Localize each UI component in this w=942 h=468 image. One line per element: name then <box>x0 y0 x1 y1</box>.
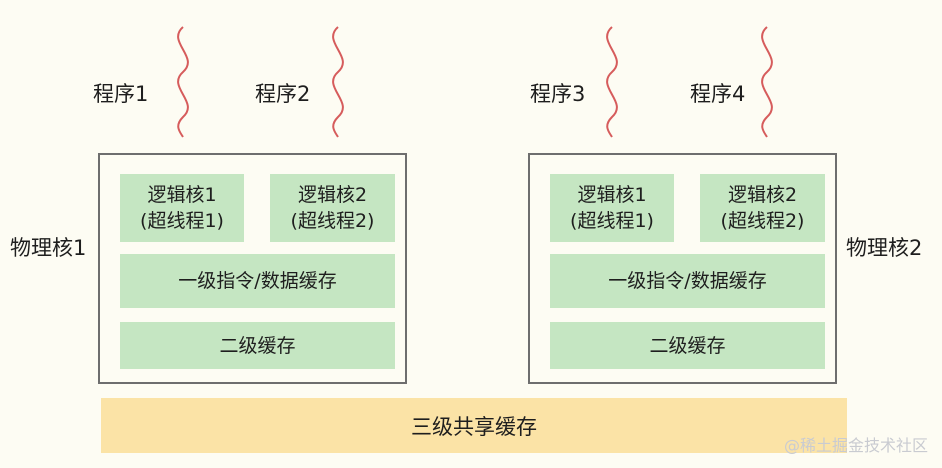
thread-wave-4 <box>761 26 773 138</box>
logical-core-1: 逻辑核1 (超线程1) <box>550 174 674 242</box>
physical-core-1: 逻辑核1 (超线程1) 逻辑核2 (超线程2) 一级指令/数据缓存 二级缓存 <box>98 153 407 384</box>
watermark: @稀土掘金技术社区 <box>783 436 928 455</box>
logical-core-title: 逻辑核1 <box>147 184 217 206</box>
logical-core-1: 逻辑核1 (超线程1) <box>120 174 244 242</box>
logical-core-2: 逻辑核2 (超线程2) <box>270 174 395 242</box>
l2-cache: 二级缓存 <box>550 322 825 369</box>
l1-cache: 一级指令/数据缓存 <box>120 254 395 308</box>
thread-wave-1 <box>177 26 189 138</box>
logical-core-2: 逻辑核2 (超线程2) <box>700 174 825 242</box>
physical-core-label-2: 物理核2 <box>846 236 923 260</box>
thread-waves <box>177 26 773 138</box>
thread-wave-3 <box>606 26 618 138</box>
program-label-3: 程序3 <box>530 82 586 106</box>
hyperthread-label: (超线程1) <box>570 210 654 232</box>
program-label-1: 程序1 <box>93 82 149 106</box>
hyperthread-label: (超线程1) <box>140 210 224 232</box>
physical-core-2: 逻辑核1 (超线程1) 逻辑核2 (超线程2) 一级指令/数据缓存 二级缓存 <box>528 153 837 384</box>
hyperthread-label: (超线程2) <box>720 210 805 232</box>
logical-core-title: 逻辑核1 <box>577 184 647 206</box>
l3-shared-cache: 三级共享缓存 <box>101 398 847 453</box>
l2-cache: 二级缓存 <box>120 322 395 369</box>
l1-cache: 一级指令/数据缓存 <box>550 254 825 308</box>
physical-core-label-1: 物理核1 <box>10 236 87 260</box>
hyperthread-label: (超线程2) <box>290 210 375 232</box>
program-label-4: 程序4 <box>690 82 746 106</box>
thread-wave-2 <box>332 26 344 138</box>
l3-shared-cache-label: 三级共享缓存 <box>411 414 537 439</box>
program-label-2: 程序2 <box>255 82 311 106</box>
logical-core-title: 逻辑核2 <box>727 184 798 206</box>
logical-core-title: 逻辑核2 <box>297 184 368 206</box>
